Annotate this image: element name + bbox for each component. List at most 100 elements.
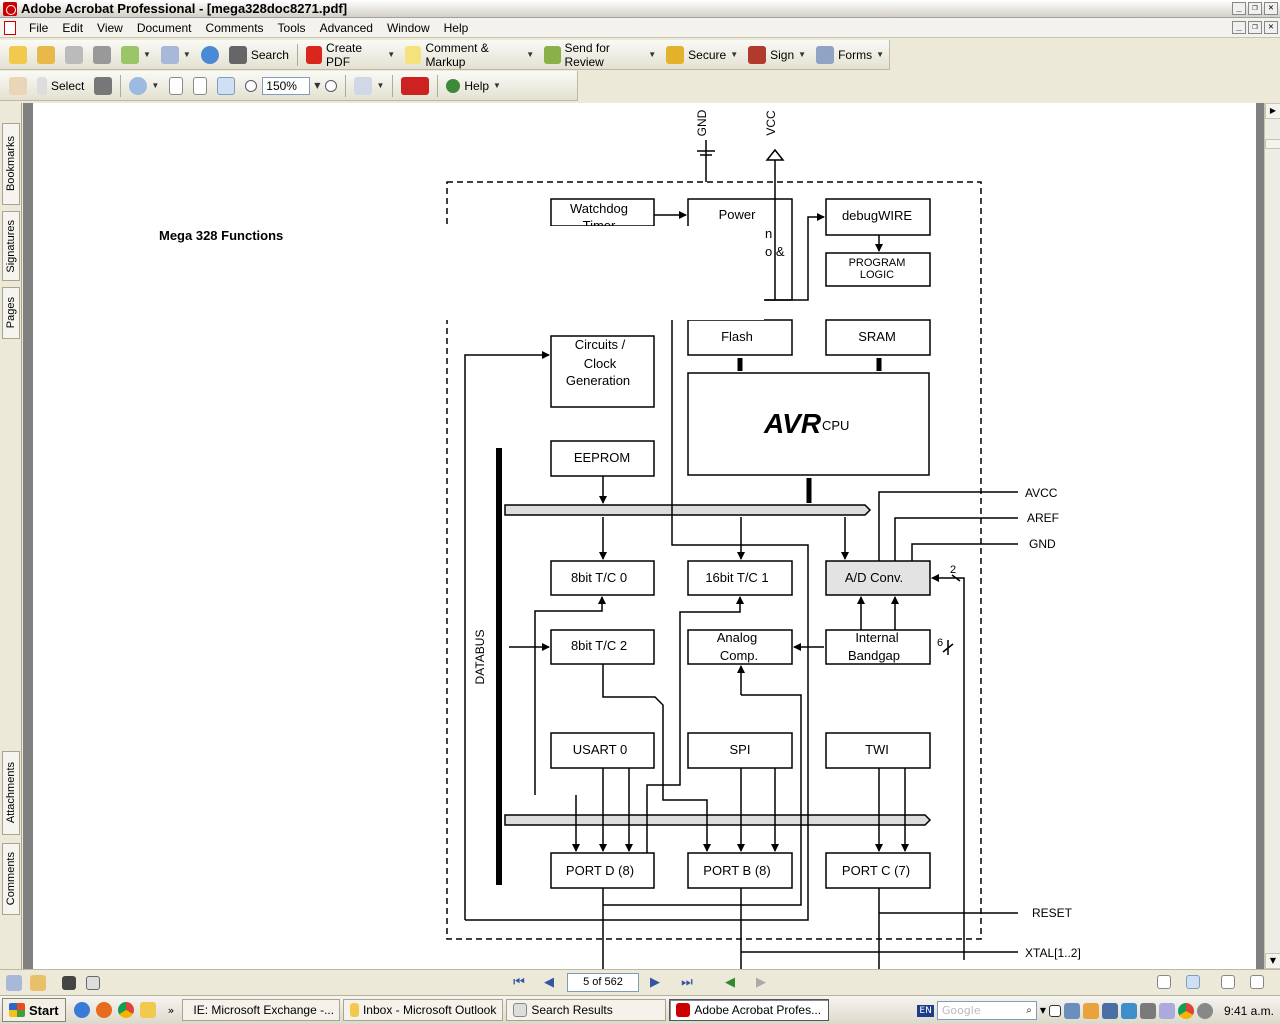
forms-button[interactable]: Forms▼ <box>811 43 889 67</box>
menu-tools[interactable]: Tools <box>277 20 306 35</box>
menu-edit[interactable]: Edit <box>62 20 84 35</box>
tab-signatures[interactable]: Signatures <box>2 211 20 281</box>
close-button[interactable]: ✕ <box>1264 2 1278 15</box>
rotate-button[interactable]: ▼ <box>349 74 389 98</box>
tray-monitor-icon[interactable] <box>1101 1002 1118 1019</box>
google-search-box[interactable]: Google ⌕ <box>936 1001 1037 1020</box>
page-heading: Mega 328 Functions <box>159 228 283 243</box>
zoom-input[interactable] <box>262 76 311 95</box>
zoom-tool-button[interactable]: ▼ <box>124 74 164 98</box>
show-desktop-icon[interactable] <box>1048 1004 1061 1017</box>
quicklaunch-more-icon[interactable]: » <box>167 1003 175 1017</box>
language-indicator[interactable]: EN <box>917 1004 934 1017</box>
databus-label: DATABUS <box>473 630 487 685</box>
zoom-in-icon <box>325 79 338 92</box>
print-button[interactable] <box>88 43 116 67</box>
actual-size-button[interactable] <box>164 74 188 98</box>
continuous-icon[interactable] <box>1186 975 1200 989</box>
tray-network-icon[interactable] <box>1063 1002 1080 1019</box>
tray-app-icon[interactable] <box>1082 1002 1099 1019</box>
tray-update-icon[interactable] <box>1196 1002 1213 1019</box>
next-page-button[interactable]: ▶ <box>650 975 660 990</box>
menu-comments[interactable]: Comments <box>205 20 264 35</box>
menu-advanced[interactable]: Advanced <box>319 20 373 35</box>
tab-bookmarks[interactable]: Bookmarks <box>2 123 20 205</box>
tab-signatures-label: Signatures <box>5 219 17 273</box>
page-display-icon[interactable] <box>62 975 76 990</box>
taskbar-item-search-results[interactable]: Search Results <box>506 999 667 1021</box>
document-icon[interactable] <box>4 20 16 35</box>
zoom-in-button[interactable] <box>320 74 342 98</box>
ie-icon[interactable] <box>73 1002 90 1018</box>
restore-button[interactable]: ❐ <box>1248 2 1262 15</box>
secure-button[interactable]: Secure▼ <box>661 43 743 67</box>
vertical-scrollbar[interactable]: ▶ ▼ <box>1264 103 1280 969</box>
menu-document[interactable]: Document <box>136 20 192 35</box>
go-back-button[interactable]: ◀ <box>725 975 735 990</box>
vcc-label: VCC <box>764 110 778 136</box>
hand-tool-button[interactable] <box>4 74 32 98</box>
web-button[interactable] <box>196 43 224 67</box>
search-button[interactable]: Search <box>224 43 294 67</box>
continuous-facing-icon[interactable] <box>1250 975 1264 989</box>
tab-comments[interactable]: Comments <box>2 843 20 915</box>
attach-button[interactable]: ▼ <box>156 43 196 67</box>
organizer-button[interactable] <box>32 43 60 67</box>
tray-security-icon[interactable] <box>1158 1002 1175 1019</box>
email-button[interactable]: ▼ <box>116 43 156 67</box>
toolbar-separator <box>120 74 122 97</box>
zoom-dropdown-arrow[interactable]: ▼ <box>314 81 321 90</box>
help-button[interactable]: Help▼ <box>441 74 506 98</box>
taskbar-item-exchange[interactable]: IE: Microsoft Exchange -... <box>182 999 341 1021</box>
layout-icon[interactable] <box>86 975 100 990</box>
tray-chrome-icon[interactable] <box>1177 1002 1194 1019</box>
snapshot-button[interactable] <box>89 74 117 98</box>
menu-help[interactable]: Help <box>443 20 469 35</box>
go-forward-button[interactable]: ▶ <box>756 975 766 990</box>
help-icon <box>446 78 461 93</box>
page-number-field[interactable]: 5 of 562 <box>567 973 639 992</box>
paperclip-icon[interactable] <box>6 974 22 991</box>
send-review-button[interactable]: Send for Review▼ <box>539 41 661 69</box>
doc-restore-button[interactable]: ❐ <box>1248 21 1262 34</box>
sign-button[interactable]: Sign▼ <box>743 43 811 67</box>
menu-file[interactable]: File <box>29 20 49 35</box>
search-dropdown-icon[interactable]: ▼ <box>1039 1006 1046 1015</box>
minimize-button[interactable]: _ <box>1232 2 1246 15</box>
tray-volume-icon[interactable] <box>1139 1002 1156 1019</box>
tab-pages[interactable]: Pages <box>2 287 20 339</box>
open-button[interactable] <box>4 43 32 67</box>
previous-page-button[interactable]: ◀ <box>544 975 554 990</box>
search-icon[interactable]: ⌕ <box>1026 1005 1032 1016</box>
taskbar-item-acrobat[interactable]: Adobe Acrobat Profes... <box>669 999 830 1021</box>
create-pdf-button[interactable]: Create PDF▼ <box>301 41 400 69</box>
firefox-icon[interactable] <box>95 1002 112 1018</box>
doc-close-button[interactable]: ✕ <box>1264 21 1278 34</box>
tab-attachments[interactable]: Attachments <box>2 751 20 835</box>
first-page-button[interactable]: ⏮ <box>513 975 525 990</box>
scroll-thumb[interactable] <box>1265 139 1280 149</box>
scroll-right-arrow[interactable]: ▶ <box>1265 103 1280 119</box>
doc-minimize-button[interactable]: _ <box>1232 21 1246 34</box>
toolbar-separator <box>437 74 439 97</box>
single-page-icon[interactable] <box>1157 975 1171 989</box>
fit-width-button[interactable] <box>212 74 240 98</box>
menu-view[interactable]: View <box>97 20 123 35</box>
facing-icon[interactable] <box>1221 975 1235 989</box>
comment-markup-button[interactable]: Comment & Markup▼ <box>400 41 539 69</box>
start-button[interactable]: Start <box>2 998 66 1022</box>
lock-icon[interactable] <box>30 974 46 991</box>
taskbar-item-outlook[interactable]: Inbox - Microsoft Outlook <box>343 999 504 1021</box>
last-page-button[interactable]: ⏭ <box>681 975 693 990</box>
tray-settings-icon[interactable] <box>1120 1002 1137 1019</box>
zoom-out-button[interactable] <box>240 74 262 98</box>
save-button[interactable] <box>60 43 88 67</box>
outlook-icon[interactable] <box>139 1002 156 1018</box>
scroll-down-arrow[interactable]: ▼ <box>1265 953 1280 969</box>
select-tool-button[interactable]: Select <box>32 74 89 98</box>
document-area[interactable]: Mega 328 Functions GND VCC Watchdog Time… <box>23 103 1264 969</box>
fit-page-button[interactable] <box>188 74 212 98</box>
yahoo-button[interactable] <box>396 74 434 98</box>
menu-window[interactable]: Window <box>386 20 430 35</box>
chrome-icon[interactable] <box>117 1002 134 1018</box>
